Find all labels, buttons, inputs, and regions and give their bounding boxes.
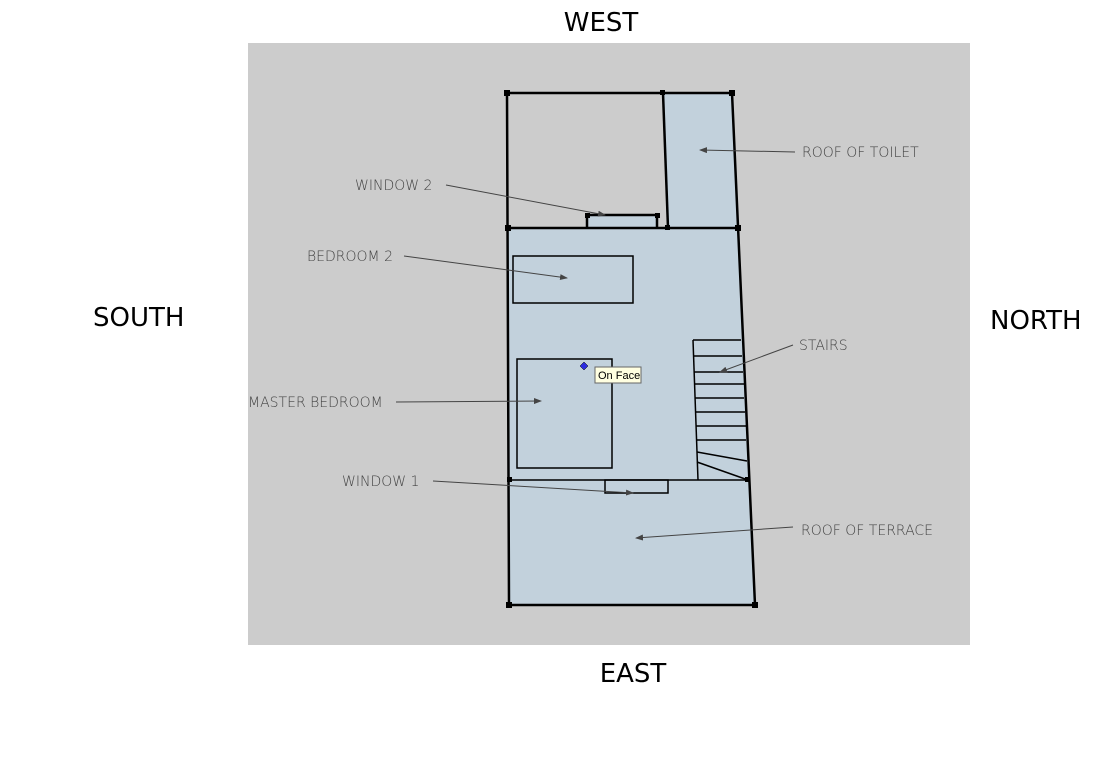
east-label: EAST	[600, 659, 667, 689]
stairs-group[interactable]	[692, 339, 749, 481]
master-bedroom-outline[interactable]	[516, 358, 613, 469]
window-1[interactable]	[604, 479, 669, 494]
toilet-wall[interactable]	[661, 92, 670, 229]
main-floor-face[interactable]	[507, 228, 755, 605]
south-label: SOUTH	[93, 303, 184, 333]
roof-of-toilet-label: ROOF OF TOILET	[802, 145, 919, 161]
west-label: WEST	[564, 8, 639, 38]
bedroom-2-outline[interactable]	[512, 255, 634, 304]
roof-of-terrace-label: ROOF OF TERRACE	[801, 523, 933, 539]
window-2[interactable]	[585, 213, 659, 228]
window-1-label: WINDOW 1	[342, 474, 419, 490]
vertex-markers	[504, 90, 758, 608]
window-2-label: WINDOW 2	[355, 178, 432, 194]
master-bedroom-label: MASTER BEDROOM	[248, 395, 383, 411]
window-2-face[interactable]	[587, 215, 657, 228]
on-face-tooltip	[594, 366, 642, 384]
stairs-label: STAIRS	[799, 338, 848, 354]
bedroom-2-label: BEDROOM 2	[307, 249, 393, 265]
north-label: NORTH	[990, 306, 1082, 336]
inference-point-icon	[579, 361, 589, 371]
roof-of-toilet-face[interactable]	[663, 93, 738, 228]
on-face-tooltip-text: On Face	[598, 370, 640, 382]
